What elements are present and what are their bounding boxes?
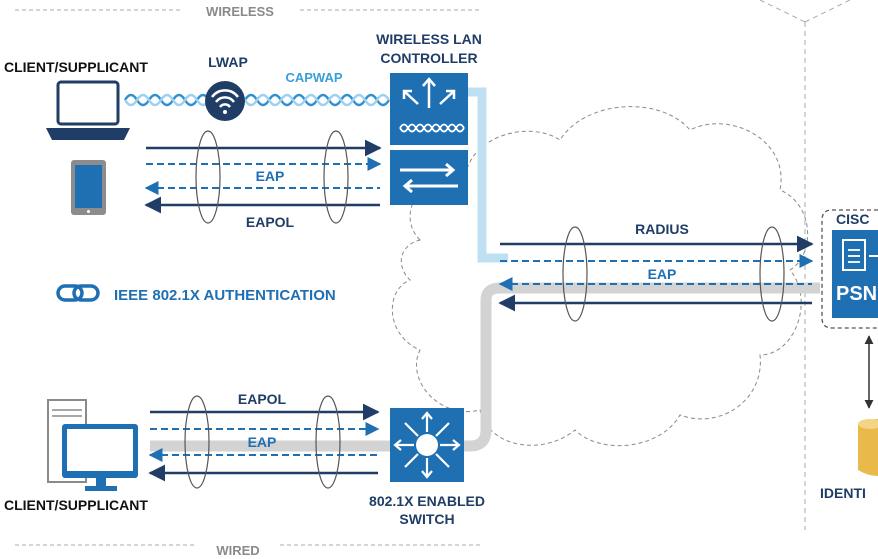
lwap-label: LWAP: [208, 54, 248, 70]
eap-wired-label: EAP: [248, 434, 277, 450]
network-cloud: [391, 106, 809, 447]
wlc-label-line1: WIRELESS LAN: [376, 31, 482, 47]
eap-wireless-label: EAP: [256, 168, 285, 184]
eap-center-label: EAP: [648, 266, 677, 282]
cisco-partial-label: CISC: [836, 211, 869, 227]
switch-icon: [390, 408, 464, 482]
wireless-eap-arrows: [144, 130, 382, 224]
link-icon: [56, 284, 100, 302]
capwap-label: CAPWAP: [285, 70, 342, 85]
zone-label-wireless: WIRELESS: [206, 4, 274, 19]
ieee-label: IEEE 802.1X AUTHENTICATION: [114, 287, 336, 304]
access-point-icon: [205, 81, 245, 121]
tablet-icon: [71, 160, 106, 215]
switch-label-line1: 802.1X ENABLED: [369, 493, 485, 509]
wireless-lan-controller-icon: [390, 73, 468, 205]
wired-eap-arrows: [148, 395, 380, 489]
wireless-uplink-path: [468, 87, 508, 263]
capwap-tunnel: [123, 93, 391, 107]
zone-label-wired: WIRED: [216, 543, 259, 558]
wlc-label-line2: CONTROLLER: [380, 50, 477, 66]
zone-borders: [15, 0, 851, 546]
desktop-computer-icon: [47, 399, 138, 491]
eapol-wired-label: EAPOL: [238, 391, 287, 407]
wired-uplink-path: [150, 282, 820, 452]
client-top-label: CLIENT/SUPPLICANT: [4, 59, 148, 75]
identity-partial-label: IDENTI: [820, 485, 866, 501]
client-bottom-label: CLIENT/SUPPLICANT: [4, 497, 148, 513]
radius-label: RADIUS: [635, 221, 689, 237]
cisco-ise-box: [821, 209, 878, 329]
psn-label: PSN: [836, 283, 877, 305]
laptop-icon: [46, 80, 130, 140]
switch-label-line2: SWITCH: [399, 511, 454, 527]
eapol-wireless-label: EAPOL: [246, 214, 295, 230]
identity-store-icon: [858, 419, 878, 476]
radius-eap-arrows: [498, 226, 814, 322]
